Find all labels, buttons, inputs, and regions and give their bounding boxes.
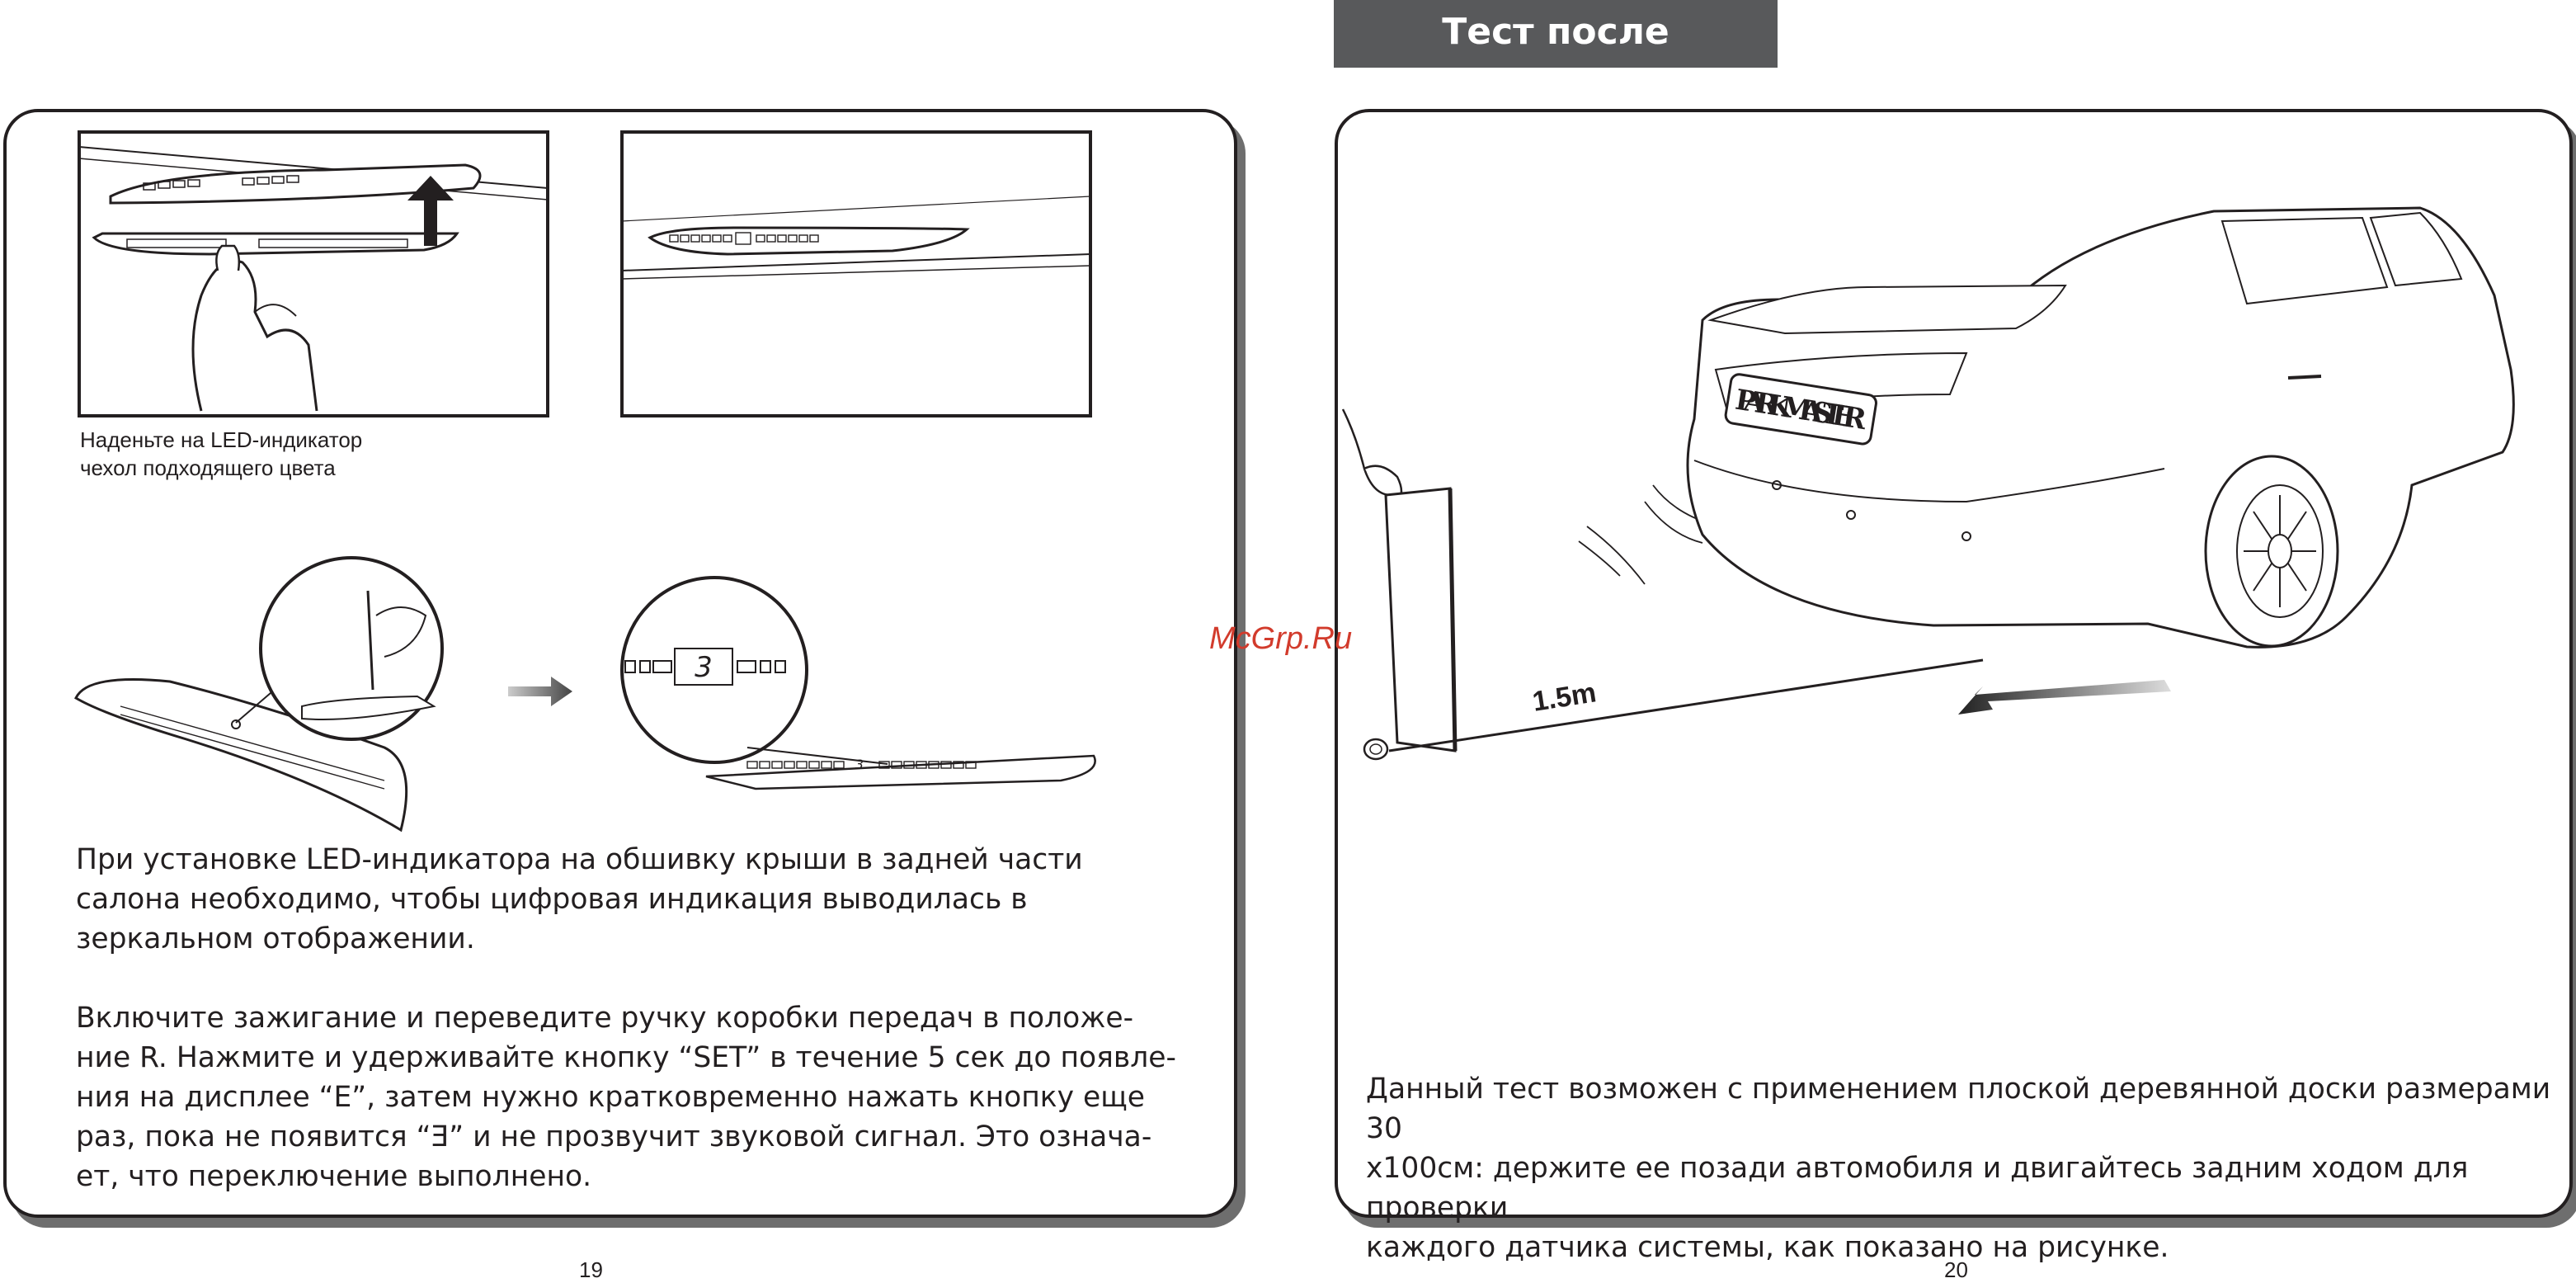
- bar-digit: 3: [855, 757, 864, 772]
- section-title: Тест после установки: [1334, 0, 1778, 117]
- page-number-left: 19: [579, 1257, 603, 1282]
- page-number-right: 20: [1944, 1257, 1968, 1282]
- distance-label: 1.5m: [1530, 677, 1598, 718]
- display-digit: 3: [695, 651, 713, 684]
- installation-paragraph: При установке LED-индикатора на обшивку …: [76, 843, 1083, 955]
- led-indicator-installed-illustration: [620, 130, 1092, 417]
- parking-sensor-test-illustration: 1.5m PARKMASTER: [1341, 206, 2515, 761]
- led-cover-caption: Наденьте на LED-индикатор чехол подходящ…: [80, 427, 363, 480]
- led-display-mirror-illustration: 3 3: [74, 556, 1096, 833]
- watermark: McGrp.Ru: [1209, 621, 1353, 656]
- setup-instructions-paragraph: Включите зажигание и переведите ручку ко…: [76, 1002, 1176, 1193]
- led-cover-fitting-illustration: [78, 130, 549, 417]
- test-description-paragraph: Данный тест возможен с применением плоск…: [1366, 1073, 2551, 1264]
